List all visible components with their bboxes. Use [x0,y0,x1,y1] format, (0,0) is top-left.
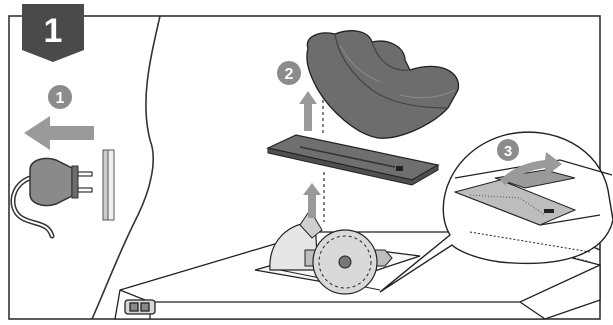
callout-2-number: 2 [285,66,294,83]
panel-divider [92,16,160,319]
callout-1: 1 [48,85,72,109]
callout-1-number: 1 [56,90,65,107]
callout-3-number: 3 [504,143,512,160]
wall-socket-icon [103,150,114,220]
power-plug-icon [13,158,92,236]
unplug-arrow-icon [24,116,94,150]
step-number: 1 [44,12,63,50]
throat-plate [268,135,438,185]
callout-3: 3 [497,139,519,161]
callout-2: 2 [277,61,301,85]
blade-guard [307,31,459,138]
step-badge: 1 [22,4,84,62]
